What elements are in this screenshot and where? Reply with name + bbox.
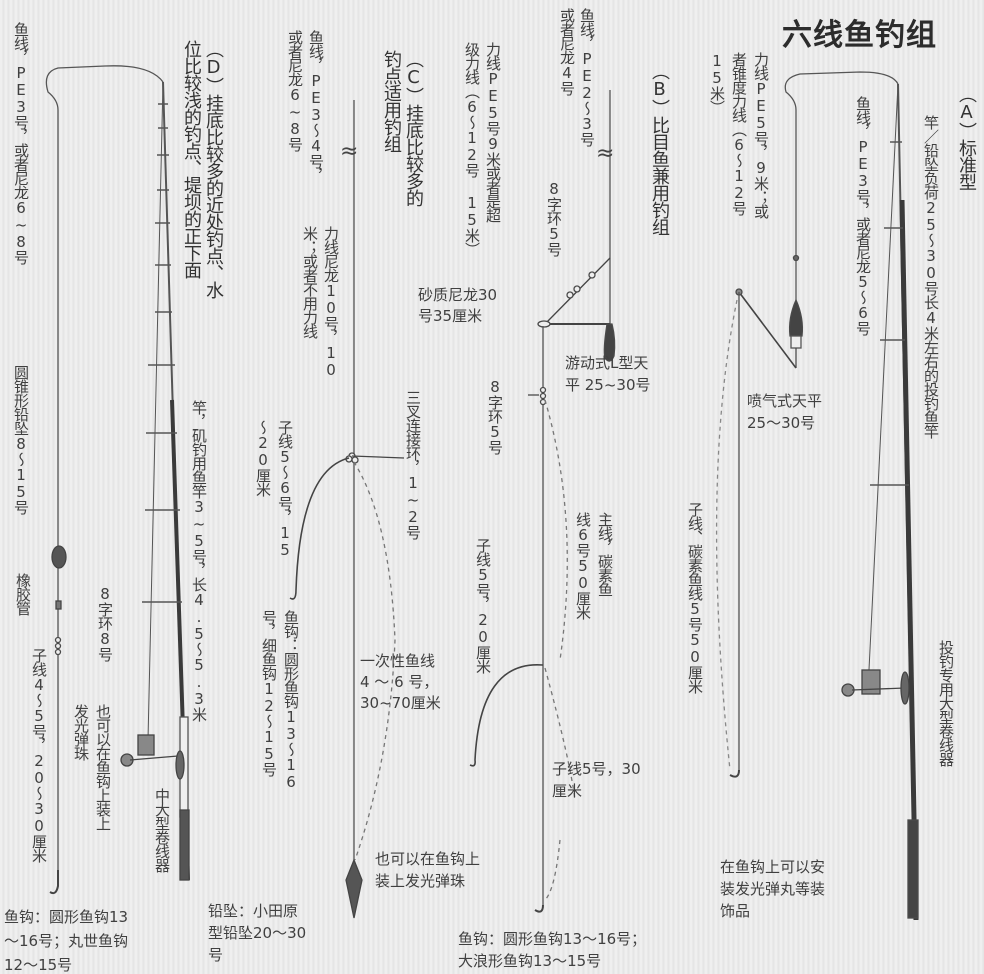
rig-d-rod: 竿，矶钓用鱼竿3~5号，长4.5～5.3米	[190, 400, 208, 721]
rig-d-hook-2: ～16号；丸世鱼钩	[4, 932, 129, 950]
rig-d-glow-1: 也可以在鱼钩上装上	[94, 704, 112, 830]
sinker-c-icon	[345, 858, 363, 919]
rig-a-rod: 竿／铅坠负荷25～30号长4米左右的投钓鱼竿	[922, 115, 940, 438]
rig-a-heading: （A）标准型	[956, 85, 977, 190]
rig-b-sinker-1: 游动式L型天	[565, 354, 649, 372]
line-a	[784, 71, 899, 300]
rig-c-sinker-2: 型铅坠20～30	[208, 924, 307, 942]
rig-b-hook-1: 鱼钩：圆形鱼钩13～16号；	[458, 930, 647, 948]
rig-b-main-line-2: 或者尼龙4号	[558, 8, 576, 95]
page-title: 六线鱼钓组	[782, 18, 937, 53]
rig-a-hook-note-1: 在鱼钩上可以安	[720, 858, 826, 876]
svg-text:≈: ≈	[340, 139, 358, 164]
rig-a-reel: 投钓专用大型卷线器	[937, 640, 955, 766]
rig-d-heading-1: （D）挂底比较多的近处钓点、水	[203, 40, 224, 298]
rig-b-main-leader-1: 主线，碳素鱼	[596, 512, 614, 596]
reel-a-icon	[841, 669, 910, 705]
rig-a-shock-leader-1: 力线PE5号，9米；或	[752, 52, 770, 218]
rig-a-hook-note-3: 饰品	[720, 902, 751, 920]
rig-b-swivel-top: 8字环5号	[545, 180, 563, 256]
rig-c-heading-1: （C）挂底比较多的	[403, 50, 424, 206]
reel-d-icon	[120, 734, 185, 780]
rig-b-main-line-1: 鱼线，PE2～3号	[578, 8, 596, 146]
rig-c-heading-2: 钓点适用钓组	[381, 50, 402, 152]
rig-d-glow-2: 发光弹珠	[72, 704, 90, 760]
rig-c-hook-2: 号，细鱼钩12～15号	[260, 610, 278, 776]
rig-b-branch-2-1: 子线5号，30	[552, 760, 641, 778]
rig-c-drop-line-1: 一次性鱼线	[360, 652, 436, 670]
line-d	[45, 65, 164, 870]
rig-b-branch-2-2: 厘米	[552, 782, 583, 800]
rig-c-sinker-1: 铅坠：小田原	[208, 902, 299, 920]
rig-c-glow-1: 也可以在鱼钩上	[375, 850, 481, 868]
rig-d-main-line: 鱼线，PE3号，或者尼龙6~8号	[12, 22, 30, 264]
rig-d-hook-3: 12～15号	[4, 956, 73, 974]
rig-b-shock-leader-1: 力线PE5号9米或者是超	[484, 42, 502, 222]
rig-c-sinker-3: 号	[208, 946, 224, 964]
svg-text:≈: ≈	[596, 141, 614, 166]
sinker-b-icon	[603, 323, 616, 362]
rig-b-branch-1: 子线5号，20厘米	[474, 538, 492, 673]
rod-a-icon	[870, 83, 919, 921]
rig-d-sinker: 圆锥形铅坠8～15号	[12, 365, 30, 514]
rig-c-shock-leader-1: 力线尼龙10号，10	[322, 226, 340, 378]
rig-a-sinker-2: 25～30号	[747, 414, 816, 432]
rig-c-main-line-2: 或者尼龙6~8号	[286, 30, 304, 151]
rig-c-drop-line-3: 30~70厘米	[360, 694, 441, 712]
sinker-a-icon	[788, 298, 804, 337]
sinker-d-icon	[51, 545, 67, 569]
rig-c-branch-1: 子线5～6号，15	[276, 420, 294, 558]
rig-b-heading: （B）比目鱼兼用钓组	[649, 62, 670, 235]
rig-d-heading-2: 位比较浅的钓点、堤坝的正下面	[181, 40, 202, 278]
rig-a-hook-note-2: 装发光弹丸等装	[720, 880, 826, 898]
rig-b-main-leader-2: 线6号50厘米	[574, 512, 592, 619]
rig-c-drop-line-2: 4 ～ 6 号，	[360, 673, 439, 691]
rig-c-triple-swivel: 三叉连接环，1~2号	[404, 390, 422, 539]
rig-b-swivel-mid: 8字环5号	[486, 378, 504, 454]
rig-c-main-line-1: 鱼线，PE3～4号，	[307, 30, 325, 182]
rig-d-swivel: 8字环8号	[96, 585, 114, 661]
rig-d-hook-1: 鱼钩：圆形鱼钩13	[4, 908, 129, 926]
rig-c-hook-1: 鱼钩：圆形鱼钩13～16	[282, 610, 300, 790]
rig-c-shock-leader-2: 米；或者不用力线	[301, 226, 319, 338]
rig-a-leader: 子线、碳素鱼线5号50厘米	[686, 502, 704, 693]
rig-c-branch-2: ～20厘米	[254, 420, 272, 496]
rig-a-sinker-1: 喷气式天平	[747, 392, 823, 410]
rig-b-shock-leader-2: 级力线（6～12号 15米）	[463, 42, 481, 256]
rig-b-sinker-2: 平 25~30号	[565, 376, 651, 394]
rig-d-rubber-tube: 橡胶管	[14, 573, 32, 615]
rig-a-shock-leader-2: 者锥度力线（6～12号	[730, 52, 748, 215]
rig-a-main-line: 鱼线，PE3号，或者尼龙5～6号	[854, 96, 872, 335]
rig-d-leader: 子线4～5号，20～30厘米	[30, 648, 48, 862]
rig-a-shock-leader-3: 15米）	[708, 52, 726, 114]
rig-b-sand-nylon-2: 号35厘米	[418, 307, 483, 325]
rig-c-glow-2: 装上发光弹珠	[375, 872, 466, 890]
rig-b-sand-nylon-1: 砂质尼龙30	[418, 286, 498, 304]
rig-b-hook-2: 大浪形鱼钩13～15号	[458, 952, 602, 970]
rig-d-reel: 中大型卷线器	[153, 788, 171, 872]
